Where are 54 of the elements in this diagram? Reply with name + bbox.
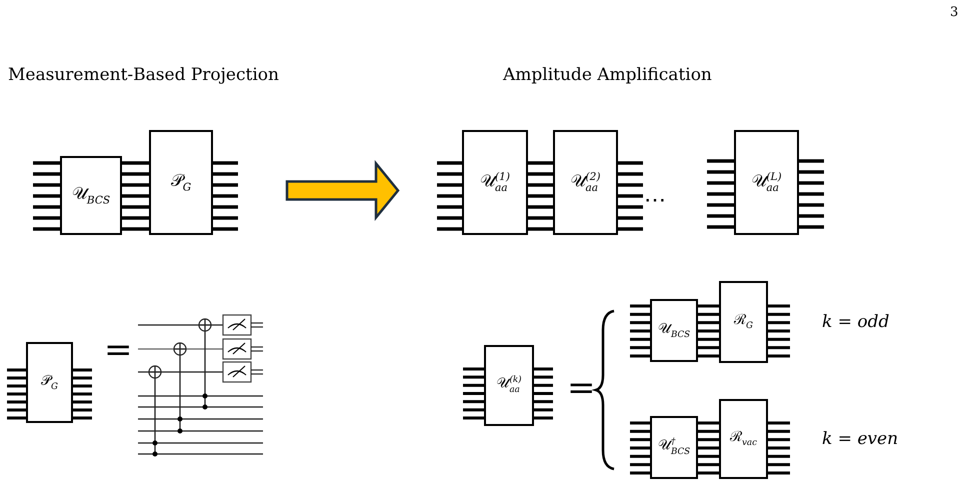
gate-box <box>60 156 122 235</box>
qubit-wire <box>698 338 719 341</box>
ellipsis: ⋯ <box>644 187 666 213</box>
gate-box <box>734 130 799 235</box>
qubit-wire <box>698 330 719 332</box>
gate-label: ℛ$_{vac}$ <box>730 430 757 448</box>
qubit-wire <box>698 454 719 458</box>
qubit-wire <box>698 304 719 308</box>
panel-title: Amplitude Amplification <box>503 65 712 85</box>
qubit-wire <box>528 216 553 220</box>
qubit-wire <box>698 422 719 424</box>
qubit-wire <box>698 438 719 442</box>
qubit-wire <box>698 312 719 316</box>
gate-box <box>650 416 698 479</box>
qubit-wire <box>698 321 719 324</box>
qubit-wire <box>122 172 149 176</box>
qubit-wire <box>698 346 719 350</box>
qubit-wire <box>528 161 553 165</box>
gate-box <box>484 345 534 426</box>
gate-box <box>462 130 528 235</box>
qubit-wire <box>528 227 553 231</box>
case-condition: k = odd <box>822 312 890 332</box>
gate-box <box>650 299 698 362</box>
gate-box <box>26 342 73 423</box>
qubit-wire <box>122 205 149 209</box>
qubit-wire <box>528 172 553 176</box>
qubit-wire <box>698 446 719 450</box>
qubit-wire <box>122 216 149 220</box>
gate-box <box>149 130 213 235</box>
gate-label: 𝒰$_{BCS}$ <box>658 322 690 340</box>
qubit-wire <box>698 354 719 358</box>
gate-label: 𝒫$_{G}$ <box>170 172 192 192</box>
qubit-wire <box>528 183 553 187</box>
gate-box <box>719 281 768 363</box>
qubit-wire <box>122 183 149 187</box>
qubit-wire <box>122 227 149 231</box>
qubit-wire <box>122 161 149 165</box>
gate-label: ℛ$_{G}$ <box>734 313 753 331</box>
block-arrow <box>286 160 400 222</box>
qubit-wire <box>122 194 149 198</box>
gate-box <box>719 399 768 479</box>
gate-box <box>553 130 618 235</box>
equals-sign: = <box>104 330 132 370</box>
gate-label: 𝒰$_{BCS}$ <box>72 186 110 206</box>
qubit-wire <box>698 430 719 433</box>
page-number: 3 <box>950 5 958 20</box>
gate-label: 𝒫$_{G}$ <box>41 374 58 392</box>
panel-title: Measurement-Based Projection <box>8 65 279 85</box>
qubit-wire <box>528 205 553 209</box>
case-condition: k = even <box>822 429 898 449</box>
qubit-wire <box>698 463 719 466</box>
qubit-wire <box>698 472 719 474</box>
qubit-wire <box>528 194 553 198</box>
equals-sign: = <box>567 368 596 408</box>
